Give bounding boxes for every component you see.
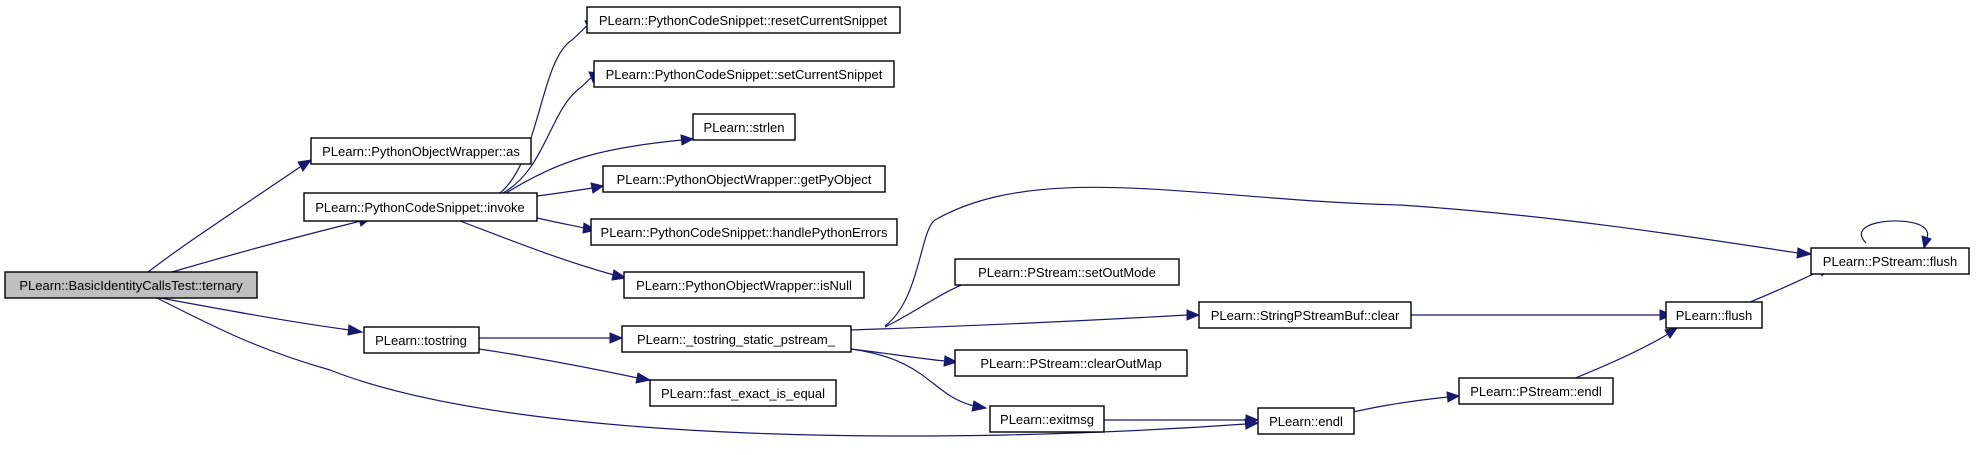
svg-text:PLearn::PythonCodeSnippet::inv: PLearn::PythonCodeSnippet::invoke (315, 200, 525, 215)
edge-invoke-reset (499, 20, 597, 194)
node-sbuf_clear[interactable]: PLearn::StringPStreamBuf::clear (1198, 301, 1412, 329)
svg-text:PLearn::PythonObjectWrapper::a: PLearn::PythonObjectWrapper::as (322, 144, 520, 159)
edge-invoke-handle (536, 217, 598, 234)
svg-text:PLearn::_tostring_static_pstre: PLearn::_tostring_static_pstream_ (637, 332, 836, 347)
edge-invoke-set (502, 71, 601, 194)
svg-text:PLearn::endl: PLearn::endl (1269, 414, 1343, 429)
svg-text:PLearn::tostring: PLearn::tostring (375, 333, 467, 348)
node-tostring_static[interactable]: PLearn::_tostring_static_pstream_ (621, 325, 852, 353)
svg-text:PLearn::PStream::endl: PLearn::PStream::endl (1470, 384, 1602, 399)
edge-endl-pendl (1343, 391, 1461, 415)
node-endl[interactable]: PLearn::endl (1257, 407, 1355, 435)
edge-tostring-fast (478, 348, 652, 384)
edge-invoke-isnull (459, 220, 628, 281)
node-strlen[interactable]: PLearn::strlen (692, 113, 796, 141)
node-setCurrentSnippet[interactable]: PLearn::PythonCodeSnippet::setCurrentSni… (593, 60, 895, 88)
node-fast_exact[interactable]: PLearn::fast_exact_is_equal (649, 379, 837, 407)
svg-text:PLearn::PythonCodeSnippet::han: PLearn::PythonCodeSnippet::handlePythonE… (601, 225, 888, 240)
node-exitmsg[interactable]: PLearn::exitmsg (989, 405, 1105, 433)
svg-text:PLearn::PStream::flush: PLearn::PStream::flush (1823, 254, 1957, 269)
edge-static-exitmsg (850, 348, 988, 412)
edge-pflush-self (1860, 220, 1932, 250)
edge-ternary-as (147, 159, 313, 273)
edge-invoke-getpy (536, 182, 605, 197)
node-resetCurrentSnippet[interactable]: PLearn::PythonCodeSnippet::resetCurrentS… (586, 6, 901, 34)
edge-static-pflush (884, 186, 1813, 327)
svg-text:PLearn::fast_exact_is_equal: PLearn::fast_exact_is_equal (661, 386, 825, 401)
svg-text:PLearn::BasicIdentityCallsTest: PLearn::BasicIdentityCallsTest::ternary (19, 278, 243, 293)
node-pstream_endl[interactable]: PLearn::PStream::endl (1458, 377, 1614, 405)
node-setOutMode[interactable]: PLearn::PStream::setOutMode (954, 258, 1180, 286)
edge-static-clearoutmap (850, 348, 959, 367)
svg-text:PLearn::PythonObjectWrapper::g: PLearn::PythonObjectWrapper::getPyObject (617, 172, 872, 187)
svg-text:PLearn::PythonCodeSnippet::set: PLearn::PythonCodeSnippet::setCurrentSni… (606, 67, 883, 82)
node-isNull[interactable]: PLearn::PythonObjectWrapper::isNull (623, 271, 865, 299)
edge-sbufclear-flush (1411, 309, 1674, 321)
svg-text:PLearn::PStream::setOutMode: PLearn::PStream::setOutMode (978, 265, 1156, 280)
edge-ternary-invoke (171, 215, 373, 273)
node-invoke[interactable]: PLearn::PythonCodeSnippet::invoke (303, 192, 538, 222)
edge-ternary-tostring (154, 296, 364, 336)
edge-static-sbufclear (850, 309, 1201, 331)
svg-text:PLearn::PStream::clearOutMap: PLearn::PStream::clearOutMap (980, 356, 1161, 371)
svg-text:PLearn::PythonCodeSnippet::res: PLearn::PythonCodeSnippet::resetCurrentS… (599, 13, 888, 28)
edge-pendl-flush (1572, 327, 1679, 380)
svg-text:PLearn::StringPStreamBuf::clea: PLearn::StringPStreamBuf::clear (1211, 308, 1400, 323)
node-as[interactable]: PLearn::PythonObjectWrapper::as (310, 137, 532, 165)
edge-tostring-static (478, 332, 624, 344)
svg-text:PLearn::flush: PLearn::flush (1676, 308, 1753, 323)
node-pstream_flush[interactable]: PLearn::PStream::flush (1810, 247, 1970, 275)
node-tostring[interactable]: PLearn::tostring (363, 326, 480, 354)
node-clearOutMap[interactable]: PLearn::PStream::clearOutMap (954, 349, 1188, 377)
edge-invoke-strlen (505, 134, 695, 194)
node-flush[interactable]: PLearn::flush (1665, 301, 1763, 329)
svg-text:PLearn::strlen: PLearn::strlen (704, 120, 785, 135)
svg-text:PLearn::PythonObjectWrapper::i: PLearn::PythonObjectWrapper::isNull (636, 278, 852, 293)
svg-text:PLearn::exitmsg: PLearn::exitmsg (1000, 412, 1094, 427)
node-ternary[interactable]: PLearn::BasicIdentityCallsTest::ternary (4, 271, 258, 299)
edge-exitmsg-endl (1103, 414, 1260, 426)
node-handlePythonErrors[interactable]: PLearn::PythonCodeSnippet::handlePythonE… (590, 218, 898, 246)
node-getPyObject[interactable]: PLearn::PythonObjectWrapper::getPyObject (602, 165, 886, 193)
